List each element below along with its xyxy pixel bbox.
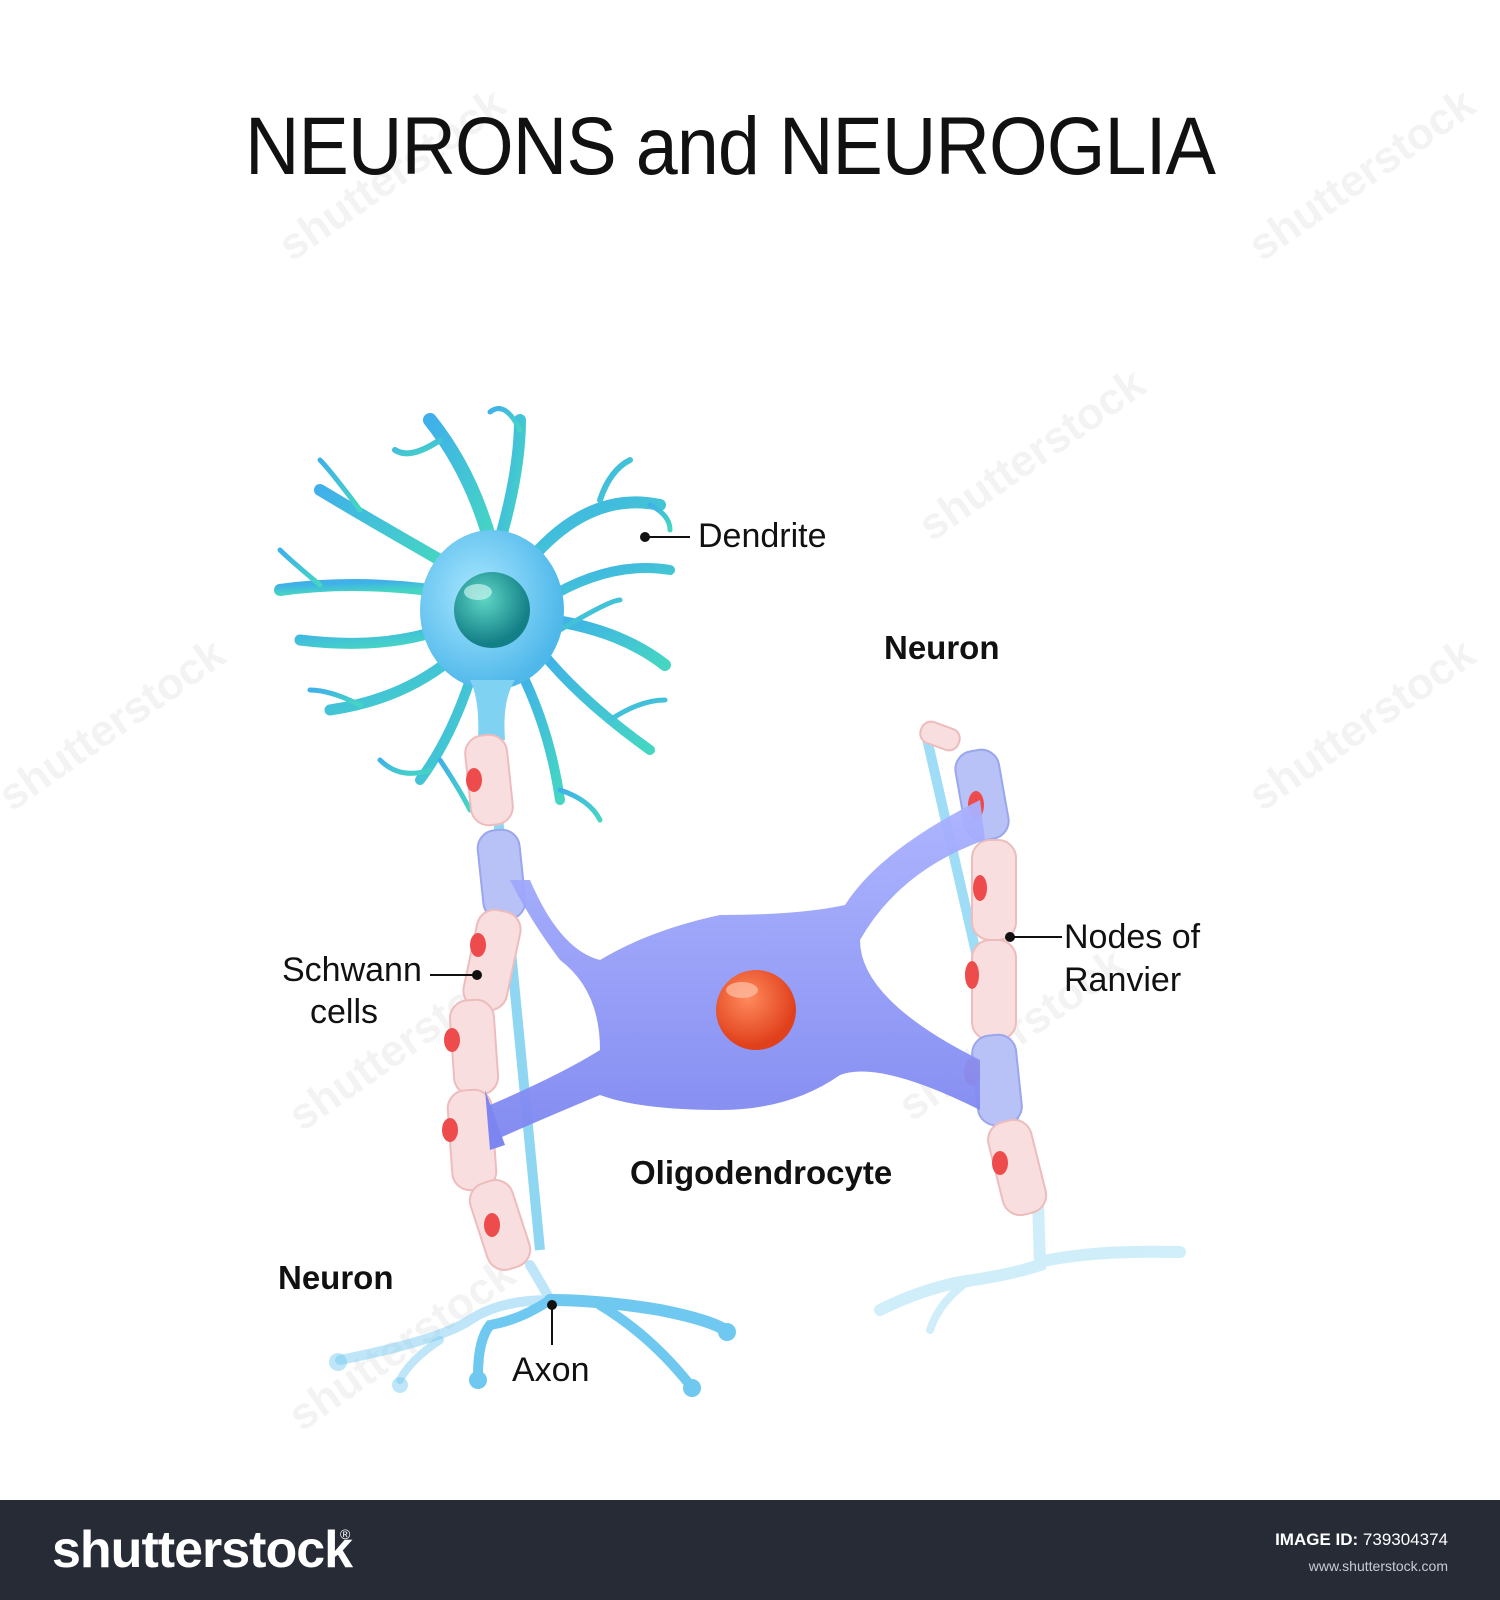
neuron-nucleus (454, 572, 530, 648)
leader-lines (430, 532, 1062, 1345)
dendrites (274, 406, 675, 823)
site-url: www.shutterstock.com (1308, 1558, 1448, 1574)
oligodendrocyte-cell (485, 800, 985, 1150)
oligodendrocyte-nucleus (716, 970, 796, 1050)
oligodendrocyte-label: Oligodendrocyte (630, 1154, 893, 1191)
page-title: NEURONS and NEUROGLIA (244, 101, 1216, 192)
left-axon-myelin (442, 733, 545, 1271)
footer-bar: shutterstock ® IMAGE ID: 739304374 www.s… (0, 1500, 1500, 1600)
faded-axon-terminal (874, 1194, 1186, 1334)
node-of-ranvier (484, 1213, 500, 1237)
neuron-diagram (274, 406, 1186, 1397)
node-of-ranvier (466, 768, 482, 792)
image-id: IMAGE ID: 739304374 (1275, 1530, 1448, 1550)
schwann-cells-label-line1: Schwann (282, 951, 422, 989)
axon-label: Axon (512, 1351, 590, 1389)
node-of-ranvier (442, 1118, 458, 1142)
shutterstock-logo: shutterstock (52, 1521, 353, 1579)
node-of-ranvier (992, 1151, 1008, 1175)
right-axon-myelin (919, 720, 1048, 1217)
image-id-label: IMAGE ID: (1275, 1530, 1359, 1549)
node-of-ranvier (470, 933, 486, 957)
node-of-ranvier (444, 1028, 460, 1052)
image-id-value: 739304374 (1362, 1530, 1448, 1549)
schwann-cells-label-line2: cells (310, 993, 379, 1031)
node-of-ranvier (965, 961, 979, 989)
registered-mark: ® (340, 1526, 351, 1542)
neuron-label-top: Neuron (884, 629, 1000, 666)
node-of-ranvier (973, 875, 987, 901)
neuron-label-bottom: Neuron (278, 1259, 394, 1296)
nodes-of-ranvier-label-line1: Nodes of (1064, 918, 1201, 956)
nodes-of-ranvier-label-line2: Ranvier (1064, 961, 1182, 999)
dendrite-label: Dendrite (698, 517, 827, 555)
axon-terminal (329, 1260, 736, 1397)
